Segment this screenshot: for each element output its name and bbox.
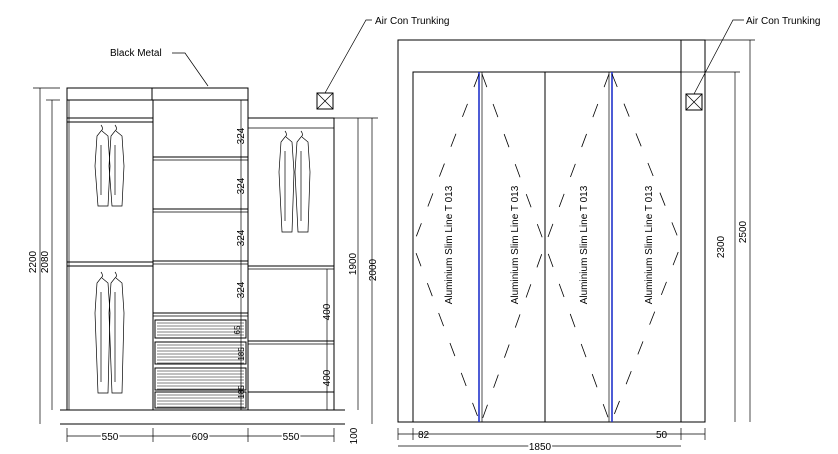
dim-right-spacing: 400 xyxy=(322,369,333,386)
door-label: Aluminium Slim Line T 013 xyxy=(644,185,655,304)
dim-left-gap: 82 xyxy=(418,430,430,441)
air-con-label-right: Air Con Trunking xyxy=(746,16,820,27)
dim-right-outer-height: 2000 xyxy=(368,258,379,281)
dim-drawer-height: 185 xyxy=(237,347,246,361)
dim-drawer-height: 185 xyxy=(237,385,246,399)
door-label: Aluminium Slim Line T 013 xyxy=(579,185,590,304)
dim-overall-height: 2200 xyxy=(28,250,39,273)
dim-total-width: 1850 xyxy=(529,442,552,453)
air-con-label-left: Air Con Trunking xyxy=(375,16,449,27)
door-label: Aluminium Slim Line T 013 xyxy=(510,185,521,304)
dim-shelf-spacing: 324 xyxy=(236,177,247,194)
dim-width-middle: 609 xyxy=(192,432,209,443)
dim-right-gap: 50 xyxy=(656,430,668,441)
dim-plinth: 100 xyxy=(349,427,360,444)
right-elevation: Aluminium Slim Line T 013 Aluminium Slim… xyxy=(397,16,820,454)
hanging-jacket-icon xyxy=(278,130,311,233)
dim-width-right: 550 xyxy=(283,432,300,443)
dim-right-spacing: 400 xyxy=(322,303,333,320)
dim-shelf-spacing: 324 xyxy=(236,281,247,298)
dim-opening-height: 2300 xyxy=(716,235,727,258)
black-metal-label: Black Metal xyxy=(110,48,162,59)
dim-total-height: 2500 xyxy=(738,220,749,243)
dim-shelf-spacing: 324 xyxy=(236,127,247,144)
drawer-block xyxy=(154,319,247,409)
dim-width-left: 550 xyxy=(102,432,119,443)
dim-shelf-spacing: 324 xyxy=(236,229,247,246)
door-label: Aluminium Slim Line T 013 xyxy=(444,185,455,304)
dim-right-inner-height: 1900 xyxy=(348,252,359,275)
hanging-jacket-icon xyxy=(94,124,125,207)
left-elevation: 2200 2080 324 324 324 324 65 185 185 400… xyxy=(28,16,449,445)
dim-body-height: 2080 xyxy=(40,250,51,273)
hanging-jacket-icon xyxy=(94,271,125,394)
dim-drawer-height: 65 xyxy=(233,325,242,334)
